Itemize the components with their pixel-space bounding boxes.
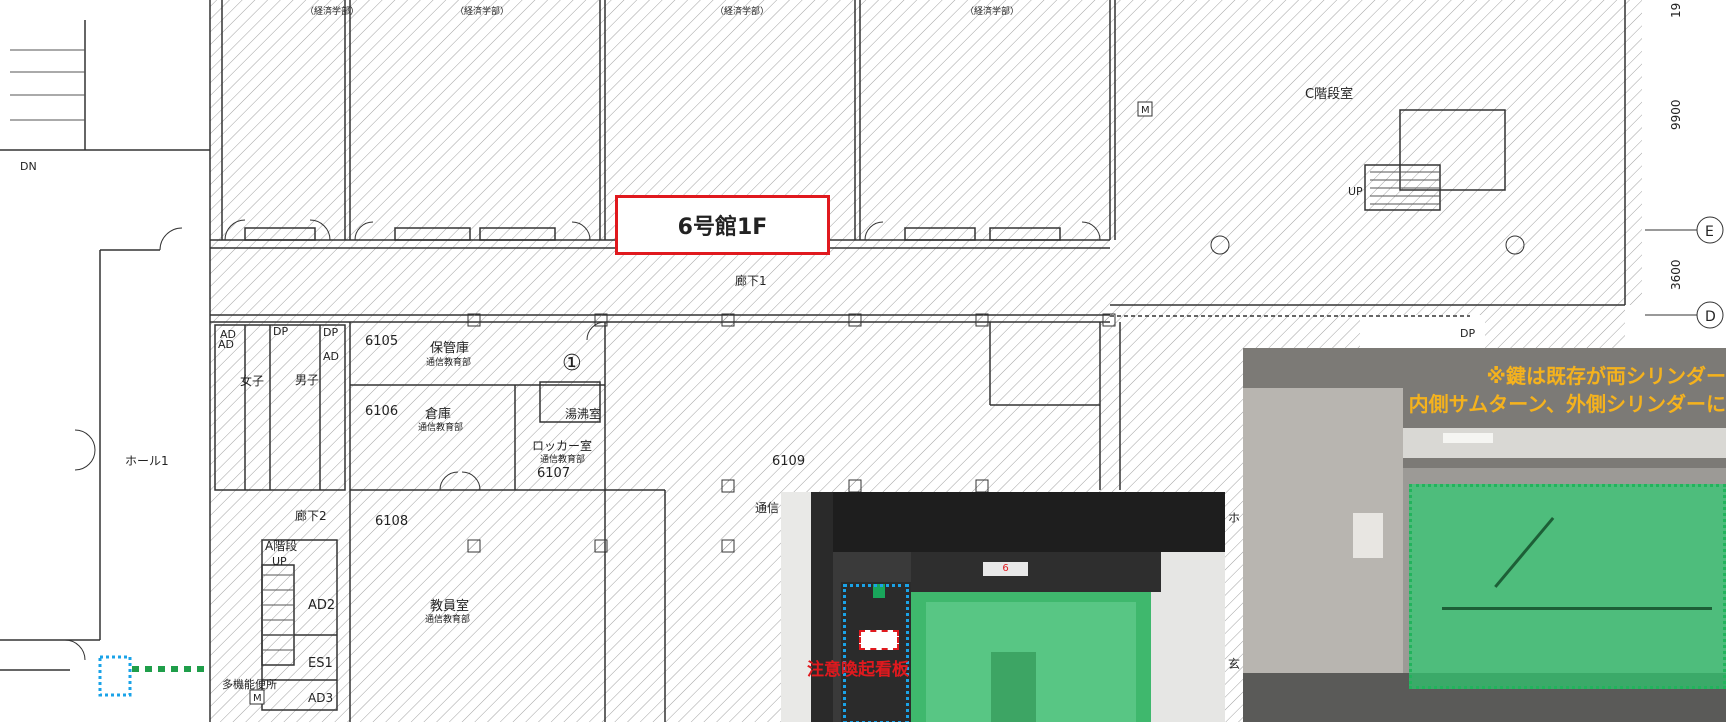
room-6106-name: 倉庫	[425, 407, 451, 422]
door-number-sign: 6	[983, 562, 1028, 576]
caution-sign-marker	[859, 630, 899, 650]
key-note-line-2: 内側サムターン、外側シリンダーに	[1408, 392, 1726, 416]
room-6108-num: 6108	[375, 514, 408, 529]
emergency-exit-sign	[873, 584, 885, 598]
room-6105-name: 保管庫	[430, 341, 469, 356]
room-6108-dept: 通信教育部	[425, 613, 470, 625]
room-6109-num: 6109	[772, 454, 805, 469]
room-6108-name: 教員室	[430, 598, 469, 614]
dp-label-2: DP	[323, 326, 338, 339]
green-highlight-area	[1409, 484, 1726, 689]
hall-1-label: ホール1	[125, 454, 169, 468]
corridor-1-label: 廊下1	[735, 273, 767, 288]
dp-label-3: DP	[1460, 327, 1475, 340]
up-label-a: UP	[272, 555, 287, 568]
top-room-label-1: （経済学部）	[305, 5, 359, 17]
corridor-2-label: 廊下2	[295, 508, 327, 523]
room-6106-num: 6106	[365, 404, 398, 419]
up-label-c: UP	[1348, 185, 1363, 198]
interior-photo: ※鍵は既存が両シリンダー 内側サムターン、外側シリンダーに	[1243, 348, 1726, 722]
building-floor-title: 6号館1F	[615, 195, 830, 255]
room-6107-name: ロッカー室	[532, 438, 592, 453]
dim-3600: 3600	[1669, 259, 1683, 290]
ad-label-2: AD	[323, 350, 339, 363]
ad2-label: AD2	[308, 598, 335, 613]
m-label-1: M	[1141, 105, 1150, 116]
hot-water-room-label: 湯沸室	[565, 406, 601, 421]
stair-a-label: A階段	[265, 538, 297, 553]
room-6107-num: 6107	[537, 466, 570, 481]
entrance-photo: 6 注意喚起看板	[781, 492, 1225, 722]
axis-d-label: D	[1705, 309, 1716, 325]
top-room-label-4: （経済学部）	[965, 5, 1019, 17]
marker-circle-1: ①	[562, 351, 582, 376]
room-6107-dept: 通信教育部	[540, 453, 585, 465]
dim-9900: 9900	[1669, 99, 1683, 130]
partial-label-ho: ホ	[1228, 511, 1240, 525]
dp-label-1: DP	[273, 325, 288, 338]
ad-label-3: AD	[218, 338, 234, 351]
men-toilet-label: 男子	[295, 373, 319, 387]
door-dotted-outline	[843, 584, 909, 722]
multi-toilet-label: 多機能便所	[222, 677, 277, 691]
caution-sign-label: 注意喚起看板	[807, 660, 909, 680]
ad-label-1: AD	[220, 328, 236, 341]
room-6109-name: 通信	[755, 501, 779, 515]
top-room-label-2: （経済学部）	[455, 5, 509, 17]
dn-label: DN	[20, 160, 37, 173]
m-label-2: M	[253, 693, 262, 704]
entrance-door-marker	[98, 655, 132, 697]
axis-e-label: E	[1705, 224, 1714, 240]
room-6106-dept: 通信教育部	[418, 421, 463, 433]
ad3-label: AD3	[308, 691, 333, 705]
es1-label: ES1	[308, 656, 333, 671]
dim-19: 19	[1669, 3, 1683, 18]
partial-label-gen: 玄	[1228, 656, 1240, 671]
room-6105-num: 6105	[365, 334, 398, 349]
top-room-label-3: （経済学部）	[715, 5, 769, 17]
stair-c-label: C階段室	[1305, 86, 1353, 102]
women-toilet-label: 女子	[240, 373, 264, 388]
room-6105-dept: 通信教育部	[426, 356, 471, 368]
key-note-line-1: ※鍵は既存が両シリンダー	[1486, 364, 1726, 388]
